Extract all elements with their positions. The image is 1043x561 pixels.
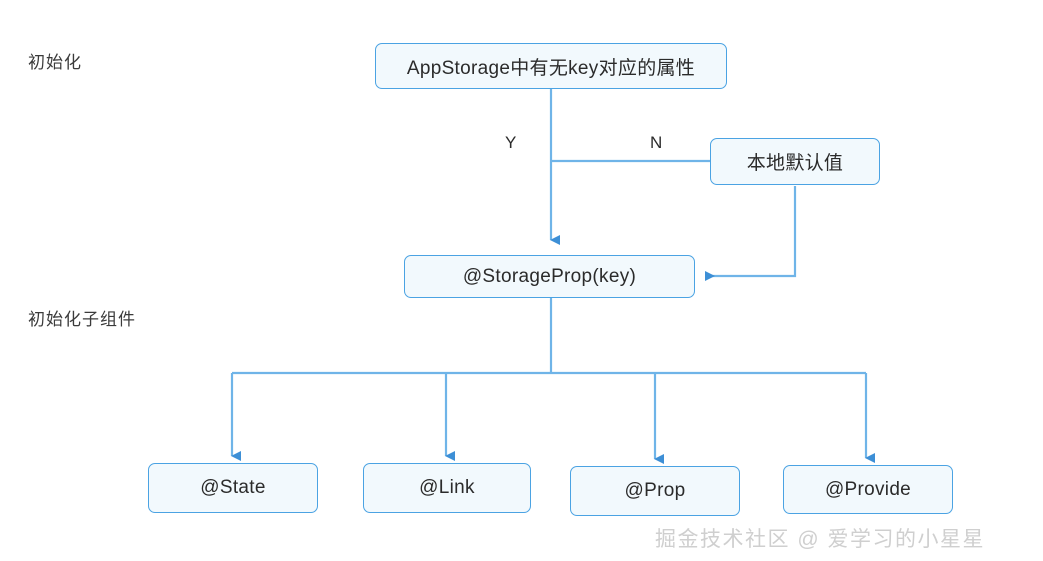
edge-label-no: N (650, 133, 663, 152)
node-link[interactable]: @Link (363, 463, 531, 513)
stage-label-init: 初始化 (28, 53, 82, 72)
node-storage-prop[interactable]: @StorageProp(key) (404, 255, 695, 298)
node-state[interactable]: @State (148, 463, 318, 513)
node-decision-appstorage-key[interactable]: AppStorage中有无key对应的属性 (375, 43, 727, 89)
edge-local-default-to-storageprop (705, 186, 797, 281)
watermark: 掘金技术社区 @ 爱学习的小星星 (655, 528, 985, 551)
node-provide[interactable]: @Provide (783, 465, 953, 514)
edge-label-yes: Y (505, 133, 517, 152)
node-local-default-value[interactable]: 本地默认值 (710, 138, 880, 185)
stage-label-init-child: 初始化子组件 (28, 310, 136, 329)
node-prop[interactable]: @Prop (570, 466, 740, 516)
